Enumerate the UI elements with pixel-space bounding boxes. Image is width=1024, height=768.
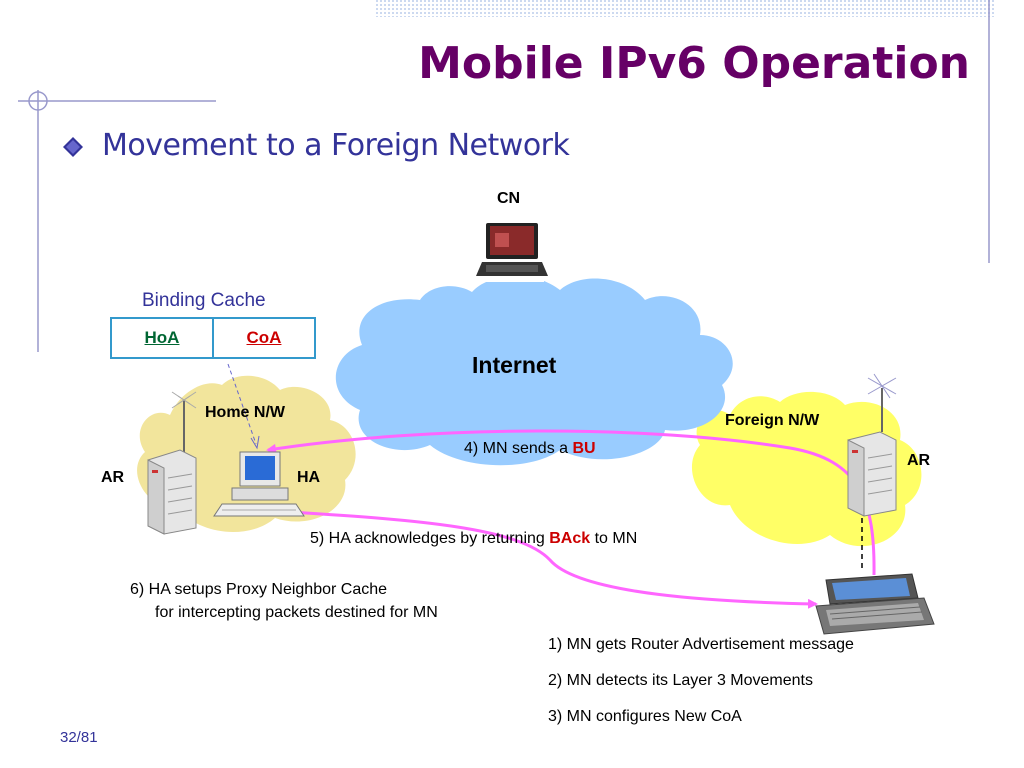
foreign-ar-server-icon — [847, 373, 897, 517]
binding-cache-table: HoA CoA — [110, 317, 316, 359]
step4-text: 4) MN sends a — [464, 440, 573, 457]
header-dotted-band — [376, 0, 996, 17]
binding-cache-hoa: HoA — [144, 328, 180, 347]
foreign-ar-label: AR — [907, 452, 931, 469]
binding-cache-coa: CoA — [212, 319, 314, 357]
internet-cloud — [335, 275, 733, 466]
step-3: 3) MN configures New CoA — [548, 708, 742, 725]
binding-cache-link — [227, 363, 257, 445]
home-ar-server-icon — [147, 391, 197, 535]
step5-suffix: to MN — [590, 530, 638, 547]
binding-cache-title: Binding Cache — [142, 290, 266, 311]
ha-label: HA — [297, 469, 321, 486]
home-ar-label: AR — [101, 469, 125, 486]
back-highlight: BAck — [549, 530, 591, 547]
step-2: 2) MN detects its Layer 3 Movements — [548, 672, 813, 689]
step6-line2: for intercepting packets destined for MN — [155, 604, 438, 621]
bu-highlight: BU — [572, 440, 596, 457]
step5-message: 5) HA acknowledges by returning BAck to … — [310, 530, 637, 548]
bullet-diamond-icon — [63, 137, 83, 157]
step-1: 1) MN gets Router Advertisement message — [548, 636, 854, 653]
cn-label: CN — [497, 190, 521, 207]
mn-handheld-icon — [815, 573, 935, 635]
page-number: 32/81 — [60, 729, 98, 746]
internet-label: Internet — [472, 352, 557, 378]
home-network-label: Home N/W — [205, 404, 285, 421]
binding-cache-link-arrow-icon — [250, 435, 260, 450]
cn-laptop-icon — [476, 218, 548, 282]
step5-text: 5) HA acknowledges by returning — [310, 530, 550, 547]
foreign-network-label: Foreign N/W — [725, 412, 820, 429]
frame-circle — [28, 91, 48, 111]
bullet-text: Movement to a Foreign Network — [102, 128, 570, 163]
step4-message: 4) MN sends a BU — [464, 440, 596, 458]
step6-line1: 6) HA setups Proxy Neighbor Cache — [130, 581, 388, 598]
slide-title: Mobile IPv6 Operation — [418, 38, 970, 89]
ha-desktop-icon — [213, 451, 305, 517]
back-arrow — [289, 510, 818, 609]
